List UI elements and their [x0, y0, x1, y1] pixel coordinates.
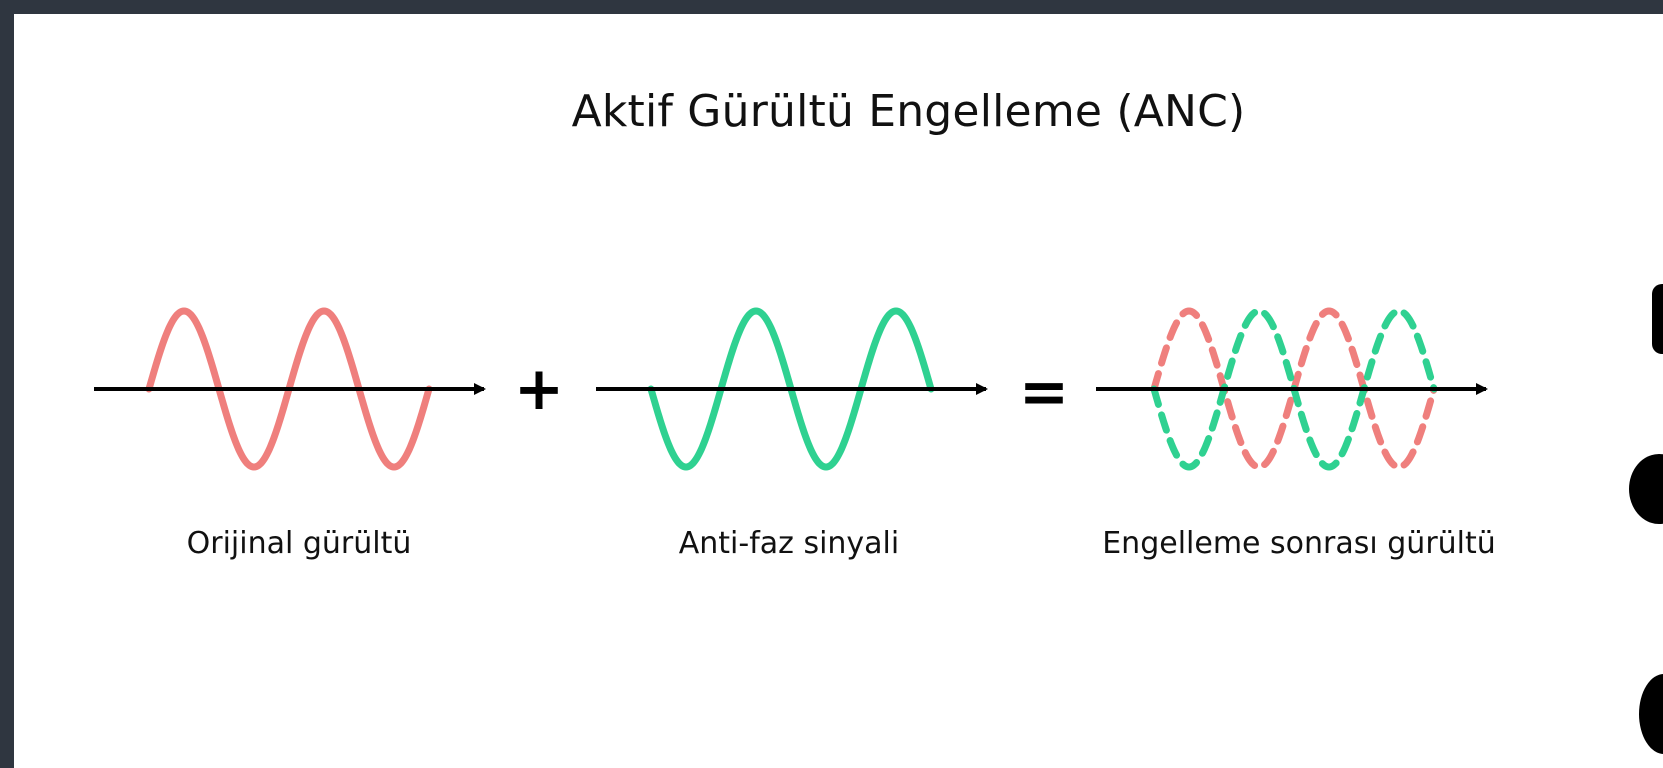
- diagram-canvas: Aktif Gürültü Engelleme (ANC) + = Orijin…: [14, 14, 1663, 768]
- decorative-blob-top: [1652, 284, 1663, 354]
- plus-operator: +: [514, 354, 564, 424]
- equals-operator: =: [1019, 357, 1069, 427]
- result-noise-label: Engelleme sonrası gürültü: [1102, 526, 1496, 561]
- page-title: Aktif Gürültü Engelleme (ANC): [571, 86, 1246, 137]
- antiphase-signal-label: Anti-faz sinyali: [678, 526, 900, 561]
- anc-diagram: + =: [94, 307, 1488, 471]
- original-noise-label: Orijinal gürültü: [186, 526, 412, 561]
